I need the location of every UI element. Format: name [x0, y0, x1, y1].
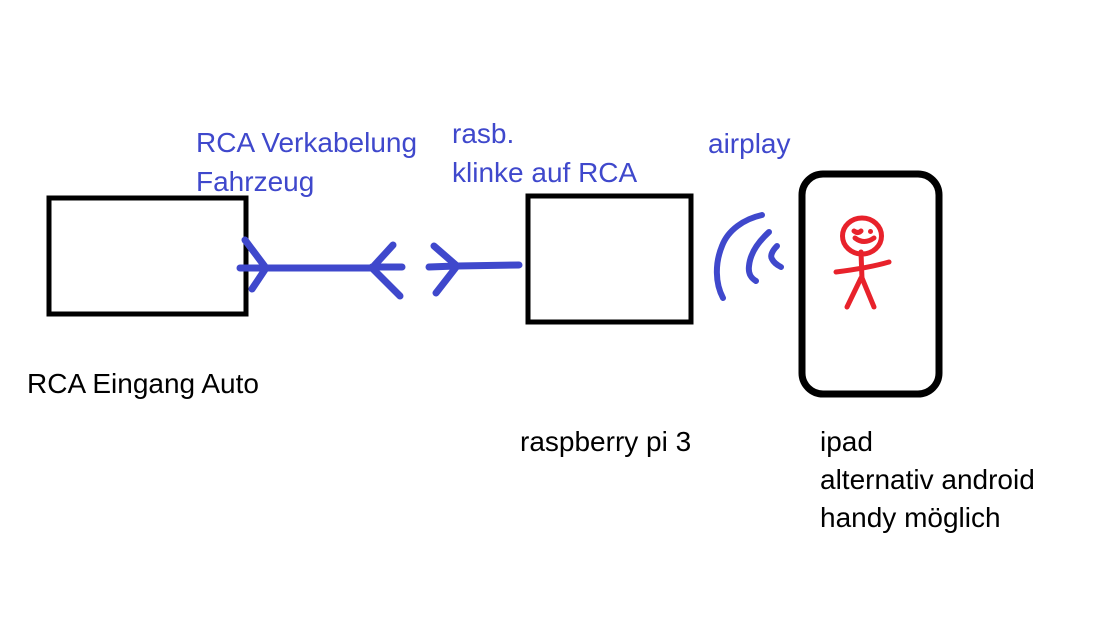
cable-arrows-icon	[236, 236, 523, 300]
wifi-wave-large	[713, 212, 765, 301]
raspberry-pi-box	[525, 193, 694, 325]
figure-arms	[833, 259, 892, 275]
figure-leg-left	[844, 275, 864, 310]
stick-figure-icon	[833, 215, 892, 310]
arrowhead-right-2	[425, 242, 461, 297]
arrowhead-left	[368, 241, 406, 300]
figure-eye-right	[868, 229, 873, 234]
wifi-wave-small	[768, 243, 784, 270]
figure-eye-left	[851, 228, 864, 235]
cable-line-right	[453, 261, 523, 270]
figure-leg-right	[859, 275, 877, 310]
raspberry-pi-label: raspberry pi 3	[520, 426, 692, 457]
car-label: RCA Eingang Auto	[27, 368, 259, 399]
car-box	[46, 195, 249, 317]
cable-label: RCA Verkabelung Fahrzeug	[196, 127, 418, 197]
figure-head	[840, 215, 884, 257]
airplay-label: airplay	[708, 128, 791, 159]
adapter-label: rasb. klinke auf RCA	[452, 118, 638, 188]
figure-body	[858, 249, 865, 282]
wifi-wave-medium	[745, 229, 772, 284]
tablet-label: ipad alternativ android handy möglich	[820, 426, 1035, 533]
wifi-waves-icon	[713, 212, 784, 301]
tablet-box	[798, 170, 943, 398]
figure-smile	[852, 235, 877, 244]
